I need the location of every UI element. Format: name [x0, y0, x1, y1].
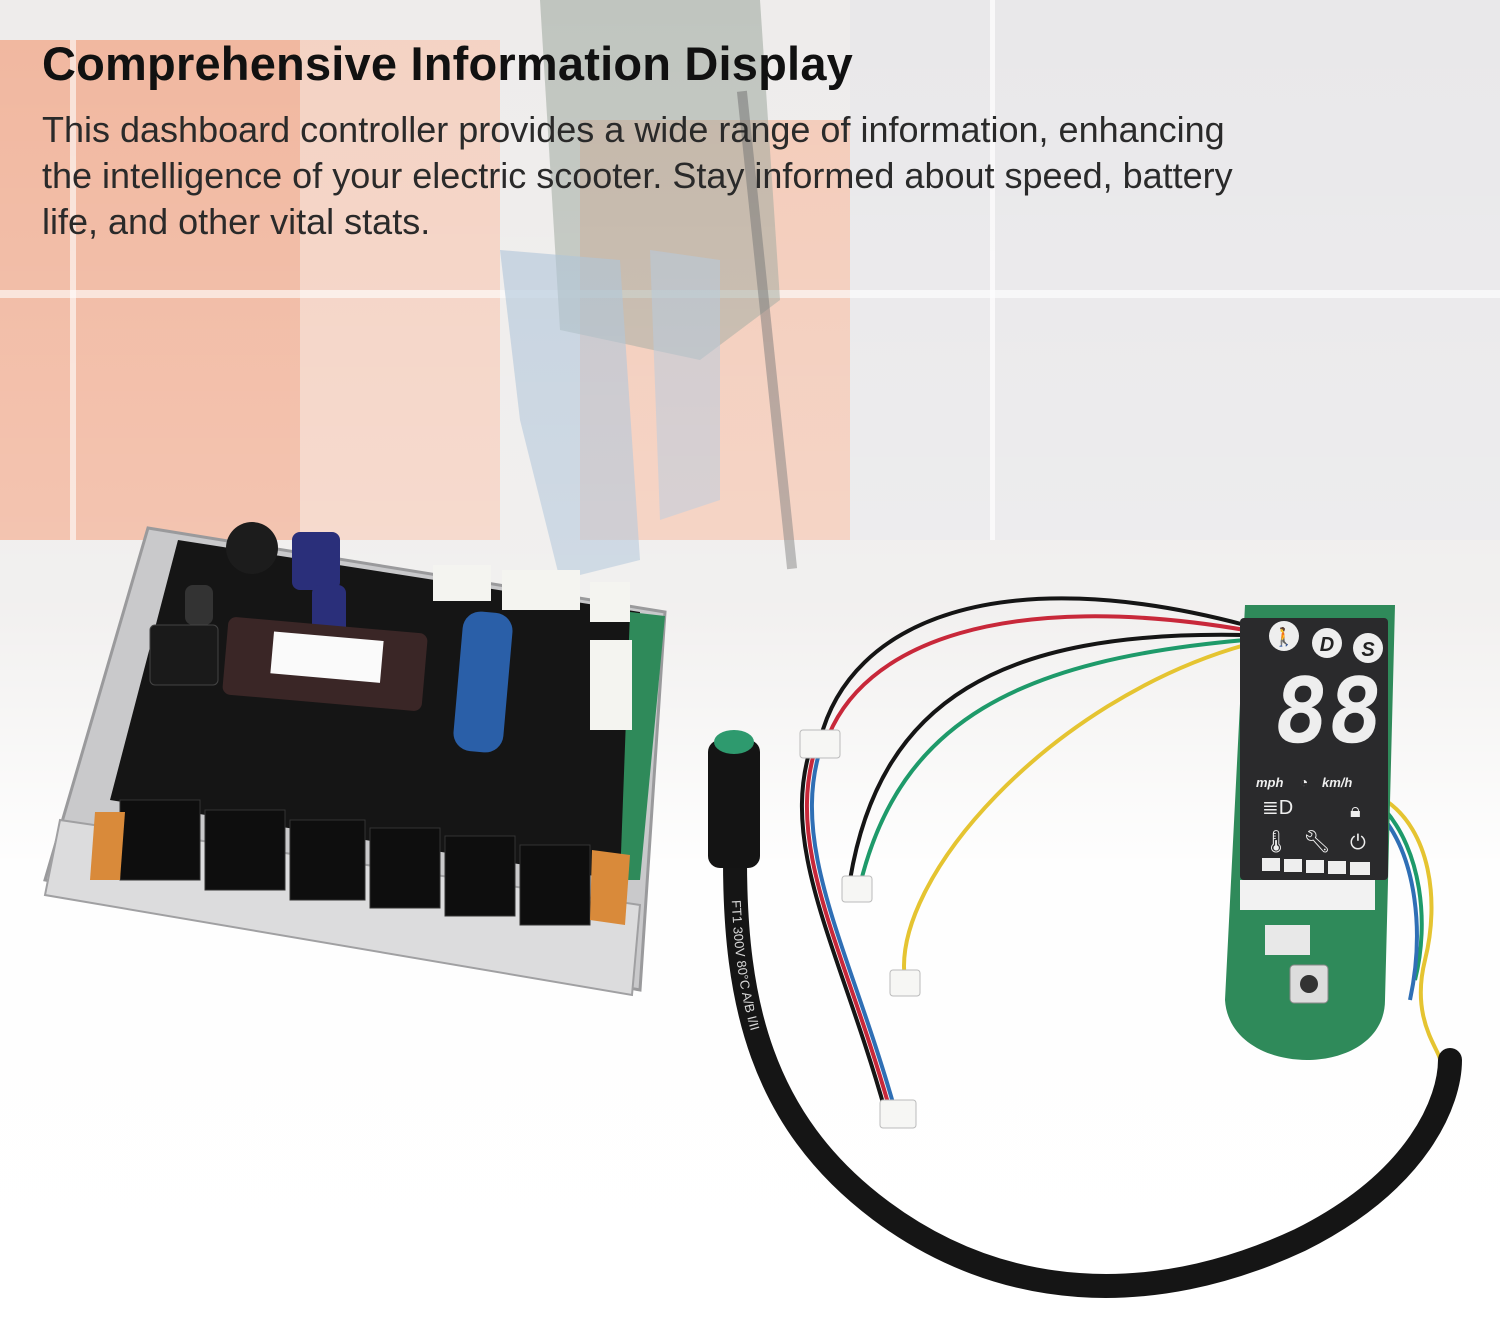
- mode-d-indicator: D: [1320, 634, 1334, 656]
- power-button[interactable]: [1300, 975, 1318, 993]
- dashboard-display: 🚶 D S 88 mph ◔ km/h ≣D 🔒︎ 🌡︎ 🔧︎ ⏻: [1225, 605, 1395, 1060]
- walk-mode-icon: [1269, 621, 1299, 651]
- lock-icon: 🔒︎: [1350, 800, 1361, 822]
- wrench-icon: 🔧︎: [1303, 829, 1331, 854]
- svg-text:🚶: 🚶: [1273, 626, 1295, 647]
- unit-mph: mph: [1256, 775, 1284, 790]
- temperature-icon: 🌡︎: [1262, 829, 1290, 854]
- description-line: life, and other vital stats.: [42, 201, 431, 242]
- connector: [799, 729, 921, 1129]
- battery-bar-icon: [1262, 858, 1370, 875]
- power-warning-icon: ⏻: [1350, 832, 1366, 854]
- description-line: the intelligence of your electric scoote…: [42, 155, 1233, 196]
- description: This dashboard controller provides a wid…: [42, 107, 1233, 245]
- unit-kmh: km/h: [1322, 775, 1352, 790]
- wire-harness: [799, 596, 1442, 1111]
- controller-board: [43, 522, 667, 997]
- description-line: This dashboard controller provides a wid…: [42, 109, 1225, 150]
- headlight-icon: ≣D: [1262, 797, 1293, 819]
- speed-readout: 88: [1269, 659, 1388, 764]
- page-title: Comprehensive Information Display: [42, 37, 853, 90]
- mode-s-indicator: S: [1361, 639, 1375, 661]
- speedometer-icon: ◔: [1300, 774, 1308, 790]
- header-text: Comprehensive Information Display This d…: [42, 36, 1233, 281]
